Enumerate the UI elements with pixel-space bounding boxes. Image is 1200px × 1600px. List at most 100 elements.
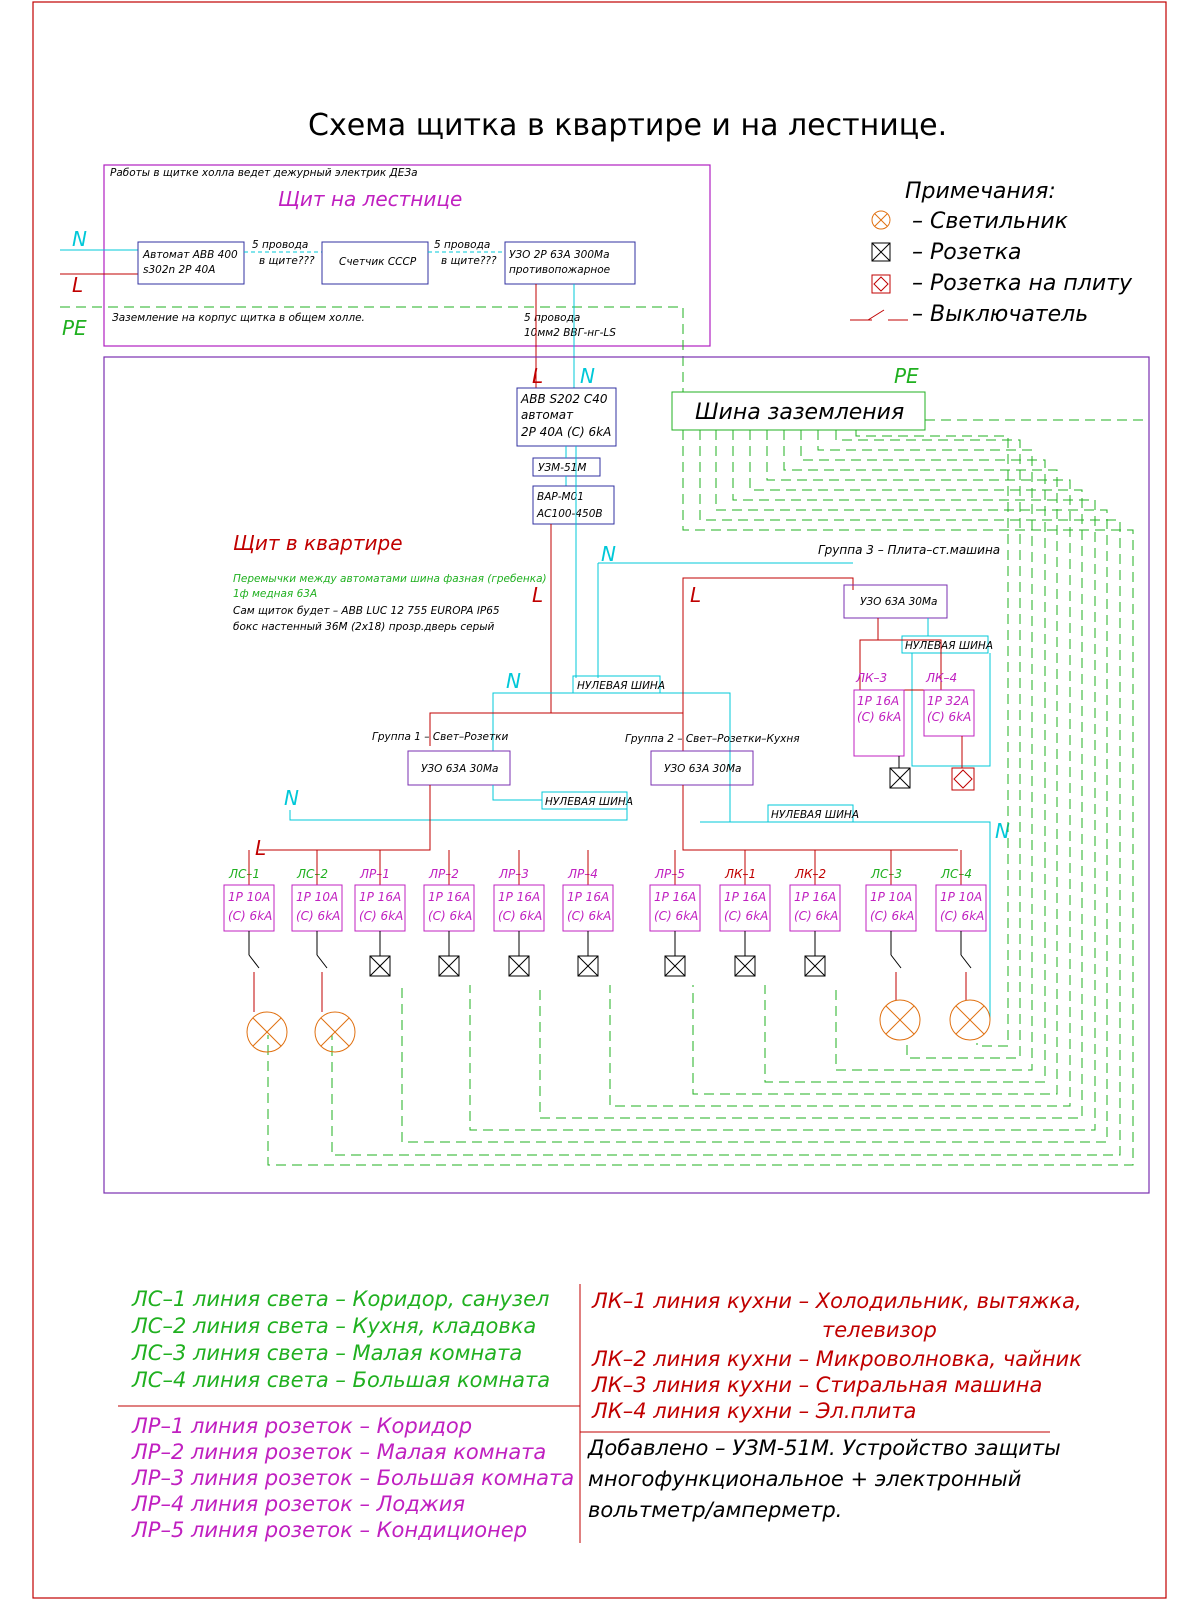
zero-bus-group1-label: НУЛЕВАЯ ШИНА — [545, 796, 633, 808]
legend-switch: – Выключатель — [912, 302, 1088, 327]
breaker-lr2: ЛР–21P 16A(C) 6kA — [423, 850, 475, 977]
socket-legend-icon — [871, 242, 891, 262]
breaker-lr3: ЛР–31P 16A(C) 6kA — [493, 850, 545, 977]
socket-icon — [734, 955, 756, 977]
zero-bus-group3-label: НУЛЕВАЯ ШИНА — [905, 640, 993, 652]
breaker-ls1-rating: 1P 10A — [228, 890, 270, 904]
breaker-lr3-type: (C) 6kA — [498, 909, 542, 923]
stair-breaker — [137, 241, 245, 285]
light-line-item: ЛС–2 линия света – Кухня, кладовка — [131, 1314, 536, 1338]
group1-l-label: L — [255, 836, 266, 860]
cable-line2: 10мм2 ВВГ-нг-LS — [524, 327, 616, 339]
group3-n-label: N — [601, 542, 616, 566]
breaker-group3: ЛК–3 1P 16A (C) 6kA ЛК–4 1P 32A (C) 6kA — [853, 671, 975, 791]
ground-bus-label: Шина заземления — [695, 400, 904, 425]
stair-rcd — [504, 241, 636, 285]
breaker-lk1-label: ЛК–1 — [724, 867, 756, 881]
group3-rcd-label: УЗО 63А 30Ма — [860, 596, 937, 608]
switch-icon — [890, 954, 902, 969]
breaker-lk1-rating: 1P 16A — [724, 890, 766, 904]
light-line-item: ЛС–3 линия света – Малая комната — [131, 1341, 522, 1365]
kitchen-line-item: ЛК–2 линия кухни – Микроволновка, чайник — [591, 1347, 1082, 1371]
group3-rcd — [843, 584, 948, 619]
note-black-2: бокс настенный 36М (2х18) прозр.дверь се… — [233, 621, 495, 633]
breaker-lk3 — [853, 689, 905, 757]
breaker-ls3-type: (C) 6kA — [870, 909, 914, 923]
group1-l-rail — [259, 785, 431, 851]
breaker-lk2-rating: 1P 16A — [794, 890, 836, 904]
note-green-2: 1ф медная 63А — [233, 588, 317, 600]
var-line2: АС100-450В — [536, 508, 603, 520]
breaker-ls4: ЛС–41P 10A(C) 6kA — [935, 850, 991, 1041]
breaker-lr2-label: ЛР–2 — [428, 867, 459, 881]
breaker-ls2-type: (C) 6kA — [296, 909, 340, 923]
socket-line-item: ЛР–2 линия розеток – Малая комната — [131, 1440, 546, 1464]
breaker-lr2-rating: 1P 16A — [428, 890, 470, 904]
zero-bus-group2-label: НУЛЕВАЯ ШИНА — [771, 809, 859, 821]
page-frame — [32, 1, 1167, 1599]
breaker-ls2-rating: 1P 10A — [296, 890, 338, 904]
legend-lamp: – Светильник — [912, 209, 1069, 234]
breaker-ls1-type: (C) 6kA — [228, 909, 272, 923]
group2-rcd — [650, 750, 754, 786]
var-line1: ВАР-М01 — [537, 491, 584, 503]
main-breaker-line2: автомат — [521, 408, 574, 422]
lamp-icon — [949, 999, 991, 1041]
breaker-lr1-rating: 1P 16A — [359, 890, 401, 904]
lamp-icon — [314, 1011, 356, 1053]
stair-heading: Щит на лестнице — [278, 187, 462, 211]
meter-box — [321, 241, 429, 285]
added-note-line: вольтметр/амперметр. — [588, 1498, 842, 1522]
main-breaker-line1: ABB S202 C40 — [520, 392, 608, 406]
breaker-lr5: ЛР–5 1P 16A (C) 6kA — [649, 850, 701, 977]
breaker-lr1-label: ЛР–1 — [359, 867, 390, 881]
socket-icon — [664, 955, 686, 977]
breaker-lr4: ЛР–41P 16A(C) 6kA — [562, 850, 614, 977]
breaker-lk4-type: (C) 6kA — [927, 710, 971, 724]
group1-n-label: N — [284, 786, 299, 810]
socket-icon — [889, 767, 911, 789]
breaker-lr5-type: (C) 6kA — [654, 909, 698, 923]
stove-socket-icon — [951, 767, 975, 791]
breaker-lk4-label: ЛК–4 — [925, 671, 957, 685]
breaker-lk1-type: (C) 6kA — [724, 909, 768, 923]
group1-rcd-label: УЗО 63А 30Ма — [421, 763, 498, 775]
added-note: Добавлено – УЗМ-51М. Устройство защитымн… — [587, 1436, 1061, 1522]
zero-bus-main-label: НУЛЕВАЯ ШИНА — [577, 680, 665, 692]
socket-icon — [804, 955, 826, 977]
group3-l-label: L — [690, 583, 701, 607]
breaker-lr1-type: (C) 6kA — [359, 909, 403, 923]
breaker-lr5-rating: 1P 16A — [654, 890, 696, 904]
groups-l-split — [429, 712, 684, 751]
socket-icon — [508, 955, 530, 977]
breaker-lr1: ЛР–1 1P 16A (C) 6kA — [354, 850, 406, 977]
wire1-line1: 5 провода — [252, 239, 308, 251]
apt-n-label: N — [580, 364, 595, 388]
breaker-lk3-label: ЛК–3 — [855, 671, 887, 685]
breaker-ls3-rating: 1P 10A — [870, 890, 912, 904]
pe-distribution — [267, 419, 1145, 1166]
n-label: N — [72, 227, 87, 251]
var-box — [532, 485, 615, 525]
breaker-ls2-label: ЛС–2 — [296, 867, 328, 881]
switch-legend-icon — [850, 309, 908, 321]
groups-n-line — [492, 692, 731, 788]
switch-icon — [248, 954, 260, 969]
added-note-line: многофункциональное + электронный — [588, 1467, 1021, 1491]
ground-note: Заземление на корпус щитка в общем холле… — [112, 312, 365, 324]
pe-label: PE — [62, 316, 87, 340]
group1-n-distribution — [289, 800, 628, 821]
socket-icon — [438, 955, 460, 977]
group1-rcd — [407, 750, 511, 786]
light-line-item: ЛС–4 линия света – Большая комната — [131, 1368, 550, 1392]
zero-bus-group3 — [901, 635, 989, 654]
groups-n-label: N — [506, 669, 521, 693]
legend-title: Примечания: — [905, 179, 1056, 204]
breaker-lr5-label: ЛР–5 — [654, 867, 685, 881]
breaker-lr4-type: (C) 6kA — [567, 909, 611, 923]
kitchen-line-item: ЛК–4 линия кухни – Эл.плита — [591, 1399, 916, 1423]
stair-breaker-line1: Автомат ABB 400 — [142, 249, 238, 261]
main-l-label: L — [532, 583, 543, 607]
